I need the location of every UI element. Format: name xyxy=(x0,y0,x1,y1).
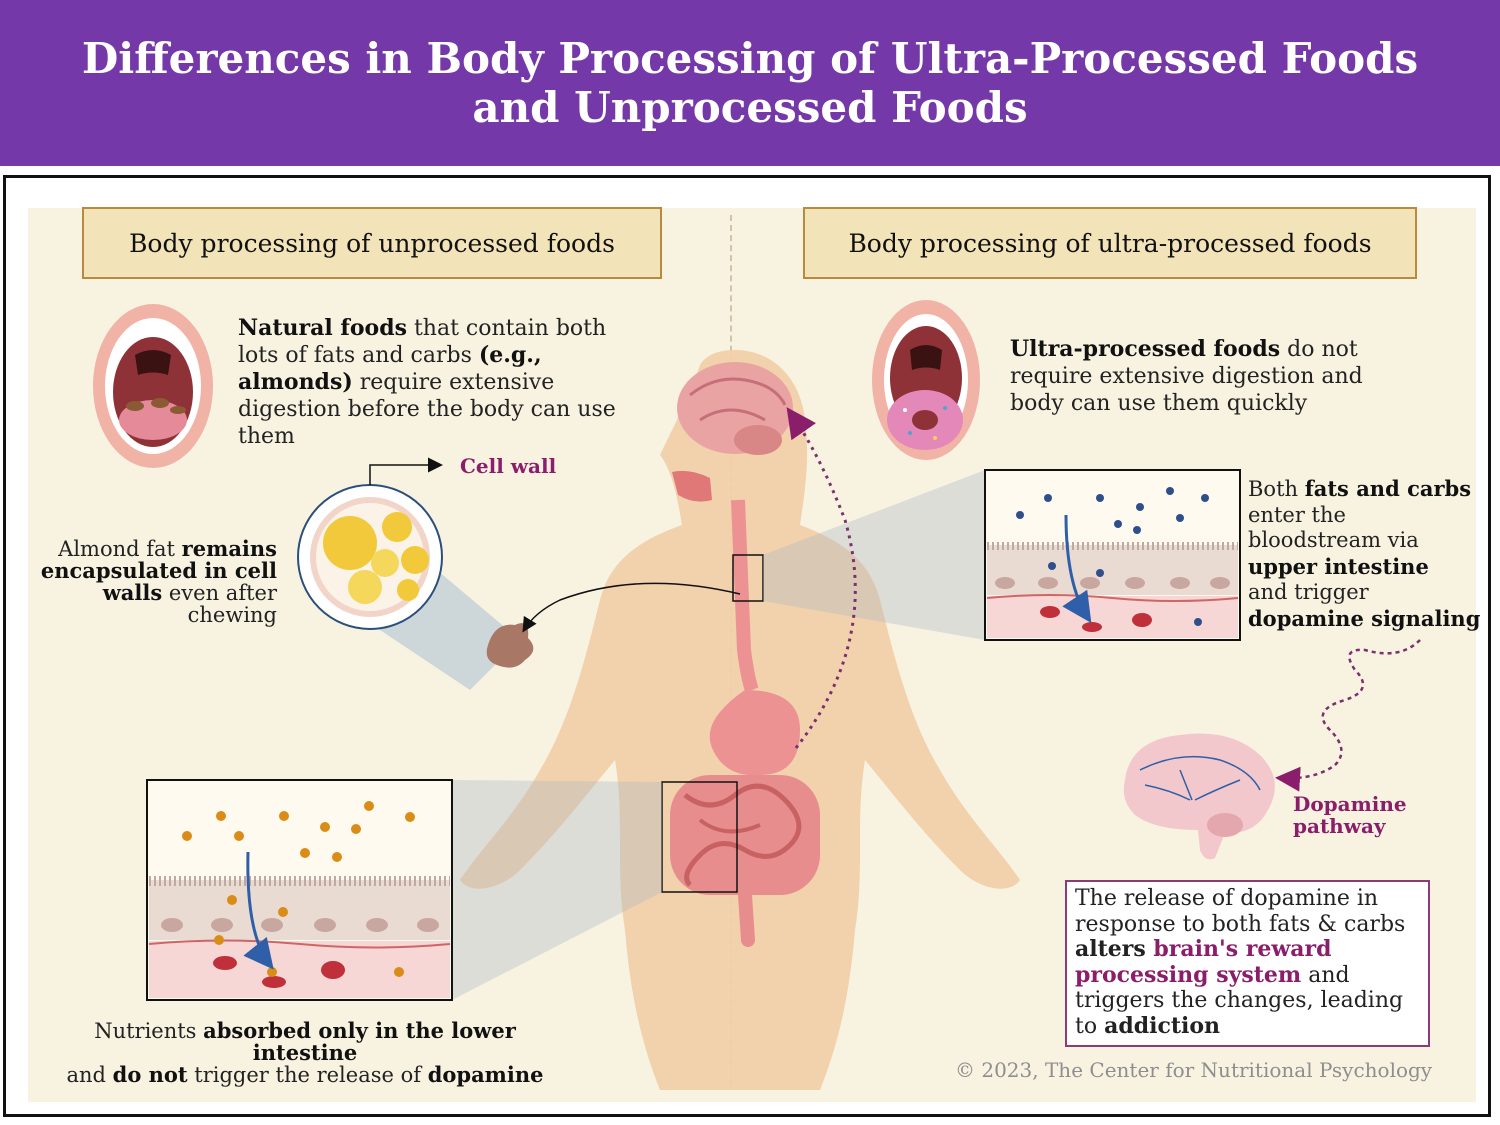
ultra-processed-heading: Body processing of ultra-processed foods xyxy=(803,207,1417,279)
lower-intestine-cross-section-icon xyxy=(146,779,453,1001)
unprocessed-heading: Body processing of unprocessed foods xyxy=(82,207,662,279)
dopamine-brain-icon xyxy=(1123,733,1275,860)
intestine-cross-section-icon xyxy=(984,469,1241,641)
page-title: Differences in Body Processing of Ultra-… xyxy=(81,34,1419,132)
almond-piece-icon xyxy=(486,582,741,668)
stomach-icon xyxy=(709,690,800,776)
nutrients-text: Nutrients absorbed only in the lower int… xyxy=(66,1018,544,1087)
intestines-icon xyxy=(670,775,820,947)
ultra-processed-text: Ultra-processed foods do not require ext… xyxy=(1010,336,1363,416)
dopamine-release-box: The release of dopamine in response to b… xyxy=(1065,880,1430,1047)
almond-cell-icon xyxy=(297,457,520,690)
copyright-text: © 2023, The Center for Nutritional Psych… xyxy=(955,1058,1433,1082)
natural-foods-text: Natural foods that contain both lots of … xyxy=(238,315,616,449)
fats-carbs-text: Both fats and carbs enter the bloodstrea… xyxy=(1248,476,1481,631)
open-mouth-almonds-icon xyxy=(93,304,213,468)
almond-fat-text: Almond fat remains encapsulated in cell … xyxy=(40,536,277,627)
cell-wall-label: Cell wall xyxy=(460,454,557,478)
open-mouth-donut-icon xyxy=(872,300,980,460)
brain-icon xyxy=(677,362,793,455)
title-banner: Differences in Body Processing of Ultra-… xyxy=(0,0,1500,166)
